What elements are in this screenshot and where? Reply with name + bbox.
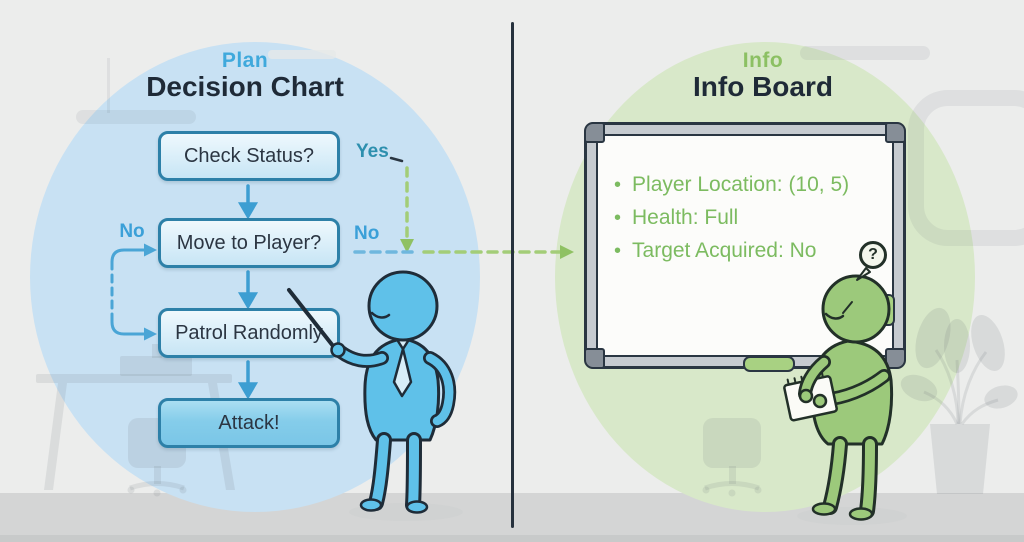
bullet-icon: • <box>614 240 622 262</box>
edge-label-no-left: No <box>119 221 145 242</box>
info-label: Info <box>742 49 784 72</box>
flow-node-check-status: Check Status? <box>158 131 340 181</box>
flow-node-patrol-randomly: Patrol Randomly <box>158 308 340 358</box>
board-item-health: • Health: Full <box>614 205 886 231</box>
flow-node-attack: Attack! <box>158 398 340 448</box>
board-item-text: Player Location: (10, 5) <box>632 173 850 196</box>
floor-edge <box>0 535 1024 542</box>
question-mark: ? <box>868 246 878 263</box>
edge-label-yes: Yes <box>356 141 389 162</box>
board-item-text: Health: Full <box>632 206 739 229</box>
green-marker <box>880 294 895 326</box>
flow-node-move-to-player: Move to Player? <box>158 218 340 268</box>
board-item-target: • Target Acquired: No <box>614 238 886 264</box>
info-board-title: Info Board <box>693 71 833 102</box>
edge-label-no-right: No <box>354 223 380 244</box>
bullet-icon: • <box>614 207 622 229</box>
question-speech-bubble: ? <box>859 241 887 269</box>
marker-eraser <box>743 356 795 372</box>
whiteboard-corner <box>584 122 605 143</box>
decision-chart-title: Decision Chart <box>146 71 344 102</box>
divider-line <box>511 22 514 528</box>
whiteboard-corner <box>885 348 906 369</box>
plan-label: Plan <box>221 49 269 72</box>
board-item-player-location: • Player Location: (10, 5) <box>614 172 886 198</box>
whiteboard-corner <box>584 348 605 369</box>
board-item-text: Target Acquired: No <box>632 239 817 262</box>
plant-pot <box>930 424 990 494</box>
info-board-list: • Player Location: (10, 5) • Health: Ful… <box>614 172 886 271</box>
whiteboard-corner <box>885 122 906 143</box>
bullet-icon: • <box>614 174 622 196</box>
